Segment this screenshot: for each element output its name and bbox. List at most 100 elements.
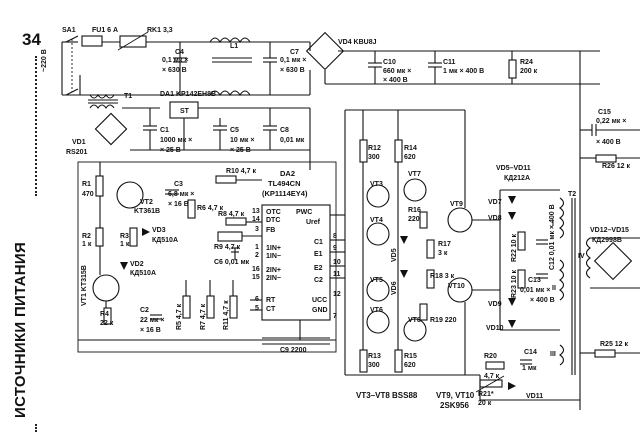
resistor-r5 (182, 295, 191, 319)
transistor-vt2 (116, 181, 144, 209)
label-sa1: SA1 (62, 27, 76, 34)
resistor-r13 (359, 349, 368, 373)
pin-number-15: 15 (252, 274, 260, 281)
label-r16-value: 220 (408, 216, 420, 223)
label-c6: C6 0,01 мк (214, 259, 250, 266)
label-l1: L1 (230, 43, 238, 50)
pin-number-7: 7 (333, 313, 337, 320)
pin-number-10: 10 (333, 259, 341, 266)
transistor-vt10 (447, 277, 473, 303)
resistor-r17 (426, 239, 435, 259)
label-c3-value: 6,8 мк × (168, 191, 194, 198)
label-mains: ~220 В (41, 49, 48, 72)
resistor-r16 (419, 211, 428, 229)
label-t1: T1 (124, 93, 132, 100)
component-labels: SA1 FU1 6 А RK1 3,3 C4 0,1 мк × × 630 В … (41, 27, 631, 410)
bridge-vd4 (305, 31, 345, 71)
label-r24-value: 200 к (520, 68, 538, 75)
label-vd1: VD1 (72, 139, 86, 146)
label-rs201: RS201 (66, 149, 88, 156)
label-r4-value: 22 к (100, 320, 114, 327)
pin-number-14: 14 (252, 216, 260, 223)
resistor-r26 (595, 154, 617, 163)
pin-number-13: 13 (252, 208, 260, 215)
pin-1in-minus: 1IN− (266, 253, 281, 260)
pin-number-8: 8 (333, 233, 337, 240)
label-2sk956: 2SK956 (440, 401, 469, 410)
diode-vd6 (400, 270, 408, 278)
resistor-r25 (594, 349, 616, 358)
transistor-vt3 (366, 184, 390, 208)
label-c13-voltage: × 400 В (530, 297, 555, 304)
transistor-vt1 (92, 274, 120, 302)
label-r23: R23 10 к (511, 269, 518, 298)
label-c4-voltage: × 630 В (162, 67, 187, 74)
label-winding-i: I (552, 221, 554, 228)
label-c3-voltage: × 16 В (168, 201, 189, 208)
transistor-vt4 (366, 222, 390, 246)
transistor-vt5 (366, 278, 390, 302)
pin-number-2: 2 (255, 252, 259, 259)
resistor-r2 (95, 227, 104, 247)
pin-pwc: PWC (296, 209, 312, 216)
label-c7-value: 0,1 мк × (280, 57, 306, 64)
label-r18: R18 3 к (430, 273, 455, 280)
pin-gnd: GND (312, 307, 328, 314)
label-r10: R10 4,7 к (226, 168, 256, 175)
resistor-r24 (508, 59, 517, 79)
label-r17: R17 (438, 241, 451, 248)
mains-input (61, 31, 600, 410)
label-r12-value: 300 (368, 154, 380, 161)
label-c12: C12 0,01 мк × 400 В (549, 204, 556, 270)
pin-dtc: DTC (266, 217, 280, 224)
resistor-r3 (129, 227, 138, 247)
transistor-vt6 (366, 310, 390, 334)
label-r22: R22 10 к (511, 233, 518, 262)
label-vt9-vt10: VT9, VT10 (436, 391, 475, 400)
label-c15: C15 (598, 109, 611, 116)
label-r14-value: 620 (404, 154, 416, 161)
label-r20: R20 (484, 353, 497, 360)
control-block (77, 161, 337, 353)
label-r14: R14 (404, 145, 417, 152)
diode-vd9 (508, 298, 516, 306)
label-r21-value: 20 к (478, 400, 492, 407)
label-vd6: VD6 (391, 281, 398, 295)
label-c5-value: 10 мк × (230, 137, 254, 144)
auxiliary-supply (79, 75, 311, 170)
pin-e2: E2 (314, 265, 323, 272)
label-vt5: VT5 (370, 277, 383, 284)
label-r15-value: 620 (404, 362, 416, 369)
label-c4-value: 0,1 мк × (162, 57, 188, 64)
label-vd5: VD5 (391, 248, 398, 262)
label-r11: R11 4,7 к (223, 300, 230, 330)
label-r25: R25 12 к (600, 341, 629, 348)
label-c14: C14 (524, 349, 537, 356)
label-da2-type: TL494CN (268, 179, 301, 188)
label-vd7: VD7 (488, 199, 502, 206)
diode-vd3 (142, 228, 150, 236)
label-r1: R1 (82, 181, 91, 188)
label-vd11: VD11 (526, 393, 543, 400)
dotted-leader-bottom (35, 424, 39, 432)
label-r8: R8 4,7 к (218, 211, 245, 218)
resistor-r15 (394, 349, 403, 373)
pin-number-16: 16 (252, 266, 260, 273)
diode-vd11 (508, 382, 516, 390)
pin-1in-plus: 1IN+ (266, 245, 281, 252)
label-r19: R19 220 (430, 317, 457, 324)
label-vd12-15: VD12–VD15 (590, 227, 629, 234)
resistor-r1 (95, 175, 104, 197)
label-r1-value: 470 (82, 191, 94, 198)
output-stage (475, 124, 640, 401)
label-da2-alt: (KP1114EY4) (262, 189, 308, 198)
label-kd212a: КД212А (504, 175, 530, 182)
label-vt4: VT4 (370, 217, 383, 224)
resistor-r19 (419, 303, 428, 321)
label-vt1: VT1 KT315B (81, 265, 88, 306)
pin-number-12: 12 (333, 291, 341, 298)
label-c15-voltage: × 400 В (596, 139, 621, 146)
label-rk1: RK1 3,3 (147, 27, 173, 34)
label-c1-voltage: × 25 В (160, 147, 181, 154)
label-c8-value: 0,01 мк (280, 137, 305, 144)
